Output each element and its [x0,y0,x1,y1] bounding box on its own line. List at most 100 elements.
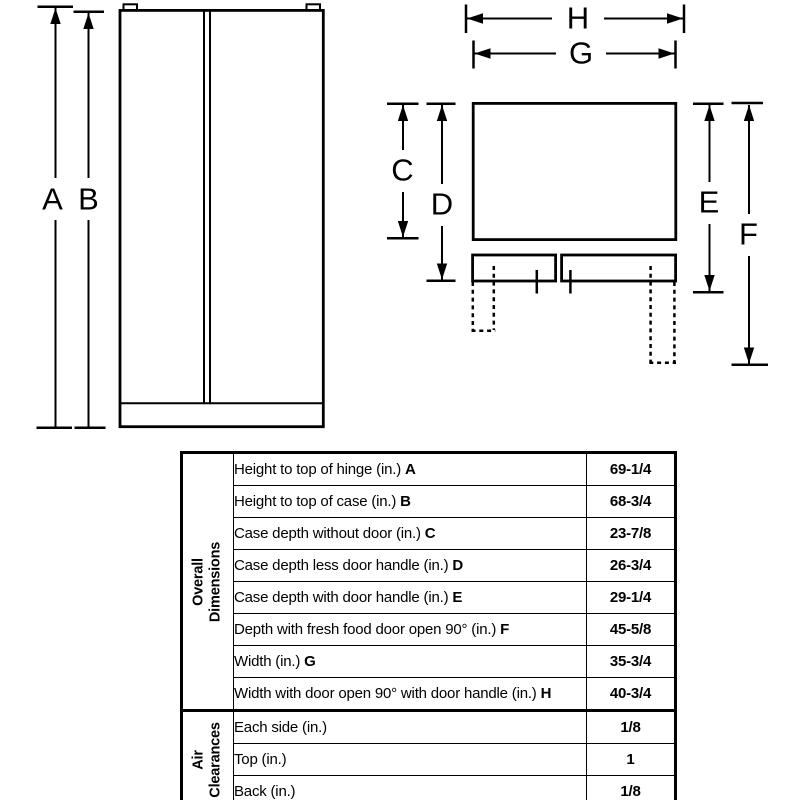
row-label: Width (in.) G [233,645,587,678]
arrowhead-left [474,48,491,59]
row-value: 1/8 [586,775,676,800]
row-label-text: Width with door open 90° with door handl… [234,685,537,702]
arrowhead-up [436,105,448,121]
row-label: Height to top of hinge (in.) A [233,452,587,486]
row-value: 40-3/4 [586,677,676,711]
dim-g [472,40,677,69]
arrowhead-down [743,347,755,364]
table-row: Case depth without door (in.) C 23-7/8 [182,517,676,550]
arrowhead-right [658,48,675,59]
dim-label-a: A [40,181,65,217]
row-key-letter: E [452,589,463,606]
row-label-text: Back (in.) [234,783,296,800]
row-key-letter: D [452,557,463,574]
table-row: Width with door open 90° with door handl… [182,677,676,711]
table-row: Case depth with door handle (in.) E 29-1… [182,581,676,614]
row-label: Case depth less door handle (in.) D [233,549,587,582]
row-label-text: Case depth without door (in.) [234,525,422,542]
table-row: Back (in.) 1/8 [182,775,676,800]
dim-h [464,4,686,33]
row-label-text: Each side (in.) [234,719,328,736]
dim-label-b: B [76,181,101,217]
arrowhead-right [667,13,683,24]
dim-e [693,102,724,294]
case-outline [471,102,678,241]
row-key-letter: F [500,621,510,638]
overall-dimensions-group: Overall Dimensions Height to top of hing… [181,452,676,711]
arrowhead-up [704,105,715,121]
row-value: 1/8 [586,709,676,744]
row-value: 68-3/4 [586,485,676,518]
dim-label-c: C [389,152,416,188]
front-view [118,3,325,429]
row-key-letter: C [424,525,436,542]
row-label-text: Height to top of hinge (in.) [234,461,402,478]
arrowhead-up [743,105,755,121]
group-header-air-clearances: Air Clearances [181,709,234,800]
dim-a [36,5,73,429]
fridge-body-outline [118,8,325,429]
arrowhead-up [50,8,61,24]
dim-label-h: H [564,0,592,35]
row-label: Each side (in.) [233,709,587,744]
row-label: Back (in.) [233,775,587,800]
table-row: Height to top of case (in.) B 68-3/4 [182,485,676,518]
table-row: Case depth less door handle (in.) D 26-3… [182,549,676,582]
group-title-line: Overall [190,557,207,606]
table-row: Overall Dimensions Height to top of hing… [181,452,676,711]
group-header-text: Overall Dimensions [191,541,226,621]
dimensions-table-wrap: Overall Dimensions Height to top of hing… [180,451,677,800]
table-row: Top (in.) 1 [182,743,676,776]
row-key-letter: G [304,653,316,670]
table-row: Air Clearances Each side (in.) 1/8 [181,709,676,800]
row-label: Case depth with door handle (in.) E [233,581,587,614]
row-value: 23-7/8 [586,517,676,550]
row-label-text: Width (in.) [234,653,301,670]
row-value: 35-3/4 [586,645,676,678]
row-value: 1 [586,743,676,776]
row-label: Width with door open 90° with door handl… [233,677,587,711]
row-value: 29-1/4 [586,581,676,614]
row-label: Depth with fresh food door open 90° (in.… [233,613,587,646]
door-left-outline [471,253,558,283]
row-value: 69-1/4 [586,452,676,486]
dim-label-d: D [428,186,456,222]
arrowhead-down [704,275,715,291]
row-label-text: Case depth less door handle (in.) [234,557,449,574]
row-label-text: Height to top of case (in.) [234,493,397,510]
arrowhead-down [436,263,448,280]
dimensions-table: Overall Dimensions Height to top of hing… [180,451,677,800]
row-label: Top (in.) [233,743,587,776]
dim-label-f: F [737,216,760,252]
row-value: 45-5/8 [586,613,676,646]
top-view [471,102,678,365]
dim-label-e: E [696,184,722,219]
air-clearances-group: Air Clearances Each side (in.) 1/8 Top (… [181,709,676,800]
row-label-text: Top (in.) [234,751,287,768]
row-key-letter: B [400,493,411,510]
dim-d [426,102,456,282]
dim-f [731,101,768,366]
dim-b [73,10,106,429]
row-label-text: Depth with fresh food door open 90° (in.… [234,621,497,638]
group-title-line: Air [190,749,207,770]
group-header-overall-dimensions: Overall Dimensions [181,452,234,711]
row-key-letter: A [404,461,416,478]
table-row: Width (in.) G 35-3/4 [182,645,676,678]
row-label-text: Case depth with door handle (in.) [234,589,449,606]
group-title-line: Clearances [208,721,224,798]
arrowhead-up [397,105,409,121]
row-value: 26-3/4 [586,549,676,582]
group-header-text: Air Clearances [191,722,226,797]
row-label: Case depth without door (in.) C [233,517,587,550]
arrowhead-left [467,13,483,24]
door-right-outline [560,253,677,283]
group-title-line: Dimensions [208,541,224,622]
table-row: Depth with fresh food door open 90° (in.… [182,613,676,646]
row-key-letter: H [540,685,552,702]
dim-c [387,102,419,240]
dim-label-g: G [566,35,596,70]
row-label: Height to top of case (in.) B [233,485,587,518]
